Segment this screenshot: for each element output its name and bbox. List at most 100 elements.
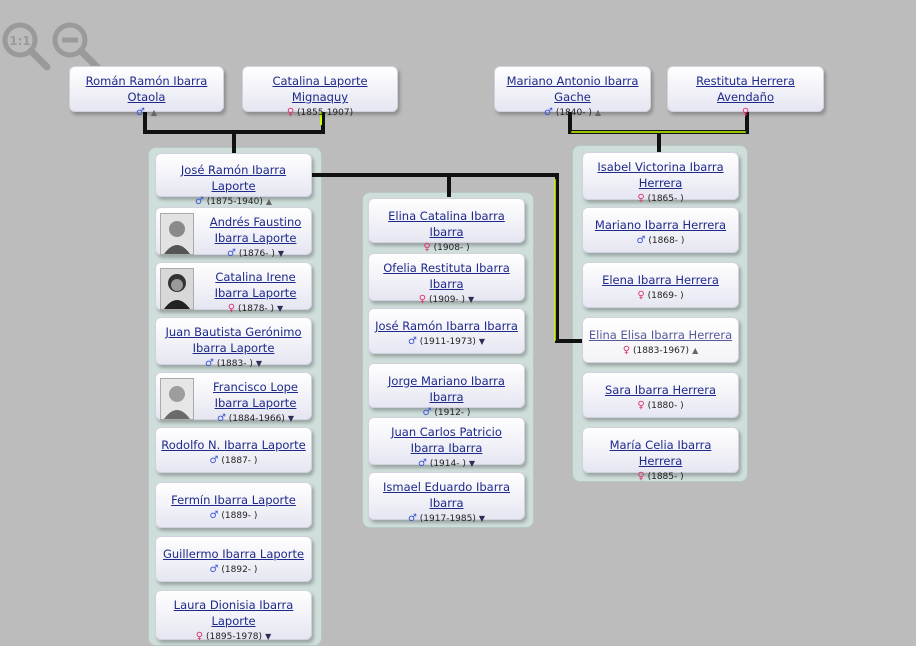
person-card-juan-bautista[interactable]: Juan Bautista Gerónimo Ibarra Laporte ♂ … — [155, 317, 312, 369]
person-card-maria-celia[interactable]: María Celia Ibarra Herrera ♀ (1885- ) — [582, 427, 739, 482]
person-card-juan-carlos[interactable]: Juan Carlos Patricio Ibarra Ibarra ♂ (19… — [368, 417, 525, 469]
person-dates: (1880- ) — [647, 401, 684, 411]
person-card-jose-ramon-laporte[interactable]: José Ramón Ibarra Laporte ♂ (1875-1940)▲ — [155, 153, 312, 207]
person-name[interactable]: Catalina Irene Ibarra Laporte — [214, 270, 297, 300]
male-icon: ♂ — [204, 358, 214, 369]
person-name[interactable]: José Ramón Ibarra Laporte — [180, 163, 287, 193]
zoom-reset-label: 1:1 — [9, 34, 31, 48]
expand-arrow-icon[interactable]: ▼ — [468, 295, 475, 304]
right-siblings-group — [572, 145, 748, 482]
person-dates: (1911-1973) — [419, 337, 476, 347]
person-name[interactable]: Restituta Herrera Avendaño — [696, 74, 795, 104]
person-dates: (1865- ) — [647, 194, 684, 204]
person-name[interactable]: Mariano Antonio Ibarra Gache — [506, 74, 639, 104]
person-card-sara[interactable]: Sara Ibarra Herrera ♀ (1880- ) — [582, 372, 739, 418]
male-icon: ♂ — [209, 455, 219, 466]
person-dates: (1883-1967) — [632, 346, 690, 356]
person-card-ofelia-restituta[interactable]: Ofelia Restituta Ibarra Ibarra ♀ (1909- … — [368, 253, 525, 305]
male-icon: ♂ — [407, 513, 417, 524]
person-card-ismael-eduardo[interactable]: Ismael Eduardo Ibarra Ibarra ♂ (1917-198… — [368, 472, 525, 524]
collapse-arrow-icon[interactable]: ▲ — [692, 346, 699, 355]
person-dates: (1869- ) — [647, 291, 684, 301]
male-icon: ♂ — [194, 196, 204, 207]
person-card-guillermo[interactable]: Guillermo Ibarra Laporte ♂ (1892- ) — [155, 536, 312, 582]
person-dates: (1876- ) — [238, 249, 275, 259]
zoom-reset-icon[interactable]: 1:1 — [0, 20, 54, 74]
person-name[interactable]: Ofelia Restituta Ibarra Ibarra — [383, 261, 510, 291]
person-dates: (1855-1907) — [297, 108, 354, 118]
female-icon: ♀ — [637, 471, 645, 482]
female-icon: ♀ — [637, 400, 645, 411]
person-dates: (1840- ) — [555, 108, 592, 118]
person-name[interactable]: Laura Dionisia Ibarra Laporte — [173, 598, 294, 628]
person-card-isabel-victorina[interactable]: Isabel Victorina Ibarra Herrera ♀ (1865-… — [582, 152, 739, 204]
person-card-andres-faustino[interactable]: Andrés Faustino Ibarra Laporte ♂ (1876- … — [155, 207, 312, 259]
expand-arrow-icon[interactable]: ▼ — [277, 304, 284, 313]
person-dates: (1909- ) — [429, 295, 466, 305]
zoom-out-icon[interactable] — [50, 20, 104, 74]
expand-arrow-icon[interactable]: ▼ — [478, 514, 486, 523]
person-dates: (1887- ) — [221, 456, 258, 466]
person-card-laura-dionisia[interactable]: Laura Dionisia Ibarra Laporte ♀ (1895-19… — [155, 590, 312, 642]
expand-arrow-icon[interactable]: ▼ — [468, 459, 476, 468]
person-name[interactable]: Elina Catalina Ibarra Ibarra — [388, 209, 505, 239]
person-dates: (1892- ) — [221, 565, 258, 575]
person-name[interactable]: Román Ramón Ibarra Otaola — [85, 74, 208, 104]
expand-arrow-icon[interactable]: ▼ — [277, 249, 285, 258]
person-name[interactable]: María Celia Ibarra Herrera — [609, 438, 712, 468]
person-card-elina-catalina[interactable]: Elina Catalina Ibarra Ibarra ♀ (1908- ) — [368, 198, 525, 253]
expand-arrow-icon[interactable]: ▼ — [287, 414, 295, 423]
person-name[interactable]: Elena Ibarra Herrera — [602, 273, 719, 287]
person-card-catalina-irene[interactable]: Catalina Irene Ibarra Laporte ♀ (1878- )… — [155, 262, 312, 314]
person-card-roman-ramon[interactable]: Román Ramón Ibarra Otaola ♂ ▲ — [69, 66, 224, 118]
person-name[interactable]: Guillermo Ibarra Laporte — [162, 547, 305, 561]
expand-arrow-icon[interactable]: ▼ — [478, 337, 486, 346]
male-icon: ♂ — [417, 458, 427, 469]
person-name[interactable]: Fermín Ibarra Laporte — [171, 493, 296, 507]
person-name[interactable]: Andrés Faustino Ibarra Laporte — [209, 215, 302, 245]
person-card-francisco-lope[interactable]: Francisco Lope Ibarra Laporte ♂ (1884-19… — [155, 372, 312, 424]
expand-arrow-icon[interactable]: ▼ — [255, 359, 263, 368]
person-card-rodolfo[interactable]: Rodolfo N. Ibarra Laporte ♂ (1887- ) — [155, 427, 312, 473]
collapse-arrow-icon[interactable]: ▲ — [150, 108, 157, 117]
person-card-mariano-antonio[interactable]: Mariano Antonio Ibarra Gache ♂ (1840- )▲ — [494, 66, 651, 118]
person-card-elena[interactable]: Elena Ibarra Herrera ♀ (1869- ) — [582, 262, 739, 308]
male-icon: ♂ — [226, 248, 236, 259]
person-dates: (1895-1978) — [205, 632, 263, 642]
person-name[interactable]: Ismael Eduardo Ibarra Ibarra — [382, 480, 511, 510]
person-card-mariano-ibarra-herrera[interactable]: Mariano Ibarra Herrera ♂ (1868- ) — [582, 207, 739, 253]
person-dates: (1885- ) — [647, 472, 684, 482]
female-icon: ♀ — [418, 294, 427, 305]
person-name[interactable]: Sara Ibarra Herrera — [604, 383, 717, 397]
person-name[interactable]: Juan Carlos Patricio Ibarra Ibarra — [391, 425, 502, 455]
expand-arrow-icon[interactable]: ▼ — [265, 632, 272, 641]
person-name[interactable]: Francisco Lope Ibarra Laporte — [213, 380, 298, 410]
male-icon: ♂ — [407, 336, 417, 347]
person-dates: (1917-1985) — [419, 514, 476, 524]
person-card-restituta-herrera[interactable]: Restituta Herrera Avendaño ♀ — [667, 66, 824, 118]
person-card-fermin[interactable]: Fermín Ibarra Laporte ♂ (1889- ) — [155, 482, 312, 528]
person-name[interactable]: Mariano Ibarra Herrera — [594, 218, 727, 232]
person-name[interactable]: José Ramón Ibarra Ibarra — [375, 319, 518, 333]
person-name[interactable]: Elina Elisa Ibarra Herrera — [588, 328, 733, 342]
person-name[interactable]: Juan Bautista Gerónimo Ibarra Laporte — [165, 325, 302, 355]
person-name[interactable]: Rodolfo N. Ibarra Laporte — [161, 438, 306, 452]
person-dates: (1884-1966) — [228, 414, 285, 424]
person-name[interactable]: Jorge Mariano Ibarra Ibarra — [388, 374, 505, 404]
female-icon: ♀ — [227, 303, 236, 314]
female-icon: ♀ — [195, 631, 204, 642]
collapse-arrow-icon[interactable]: ▲ — [594, 108, 602, 117]
parents-left-connector — [143, 108, 325, 158]
collapse-arrow-icon[interactable]: ▲ — [265, 197, 273, 206]
person-photo — [160, 268, 194, 310]
person-name[interactable]: Isabel Victorina Ibarra Herrera — [597, 160, 724, 190]
male-icon: ♂ — [209, 564, 219, 575]
spouse-connector — [310, 173, 587, 343]
person-card-jose-ramon-ibarra[interactable]: José Ramón Ibarra Ibarra ♂ (1911-1973)▼ — [368, 308, 525, 354]
person-card-elina-elisa[interactable]: Elina Elisa Ibarra Herrera ♀ (1883-1967)… — [582, 317, 739, 363]
person-photo — [160, 378, 194, 420]
person-photo — [160, 213, 194, 255]
person-card-jorge-mariano[interactable]: Jorge Mariano Ibarra Ibarra ♂ (1912- ) — [368, 363, 525, 418]
person-card-catalina-laporte[interactable]: Catalina Laporte Mignaquy ♀ (1855-1907) — [242, 66, 398, 118]
person-name[interactable]: Catalina Laporte Mignaquy — [272, 74, 368, 104]
